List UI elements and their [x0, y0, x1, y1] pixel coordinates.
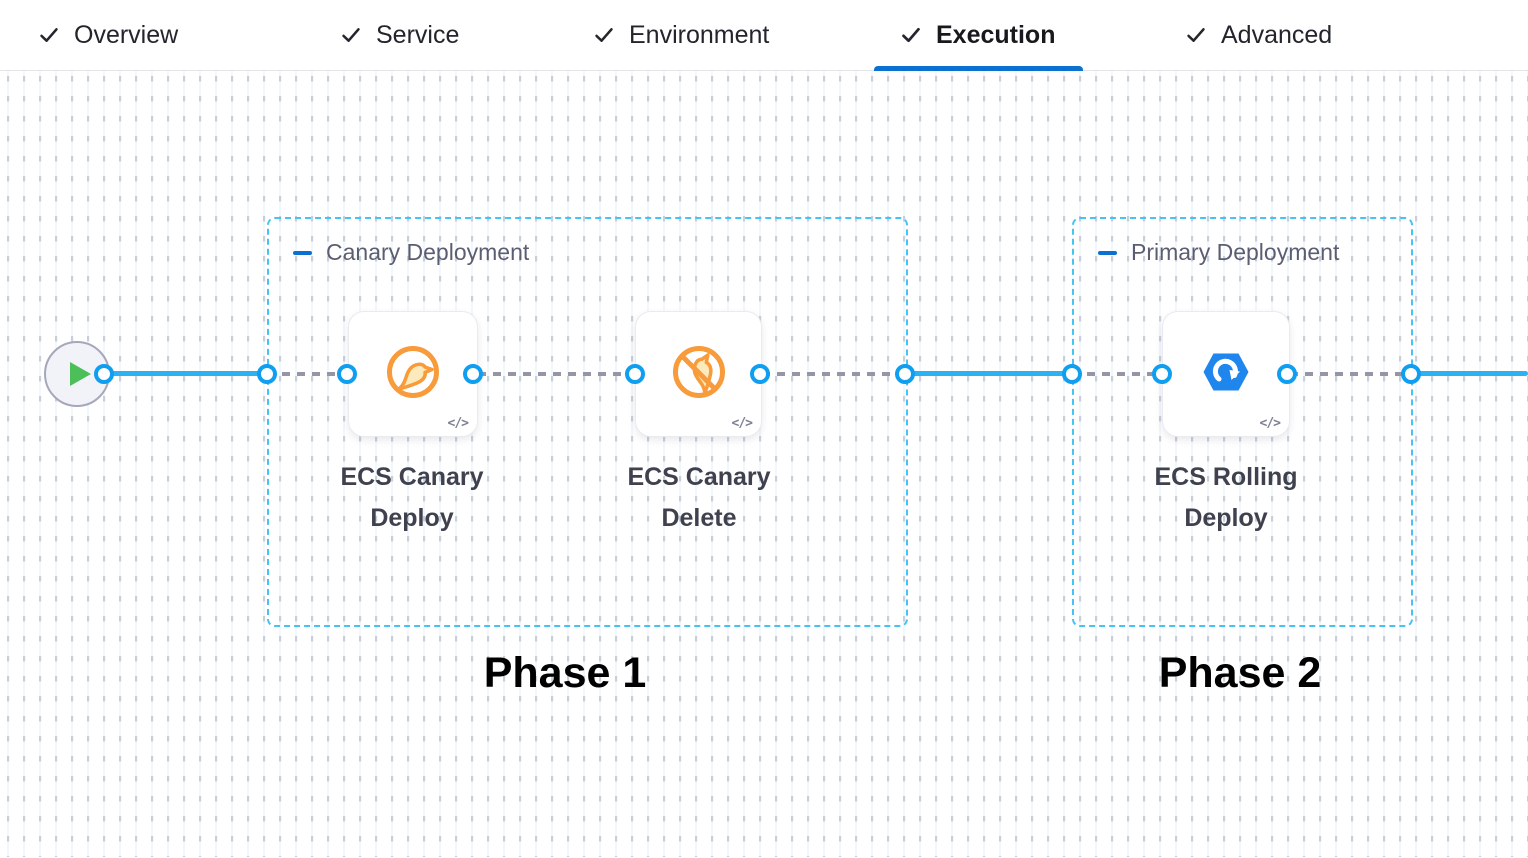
- step-group-canary-deployment: Canary Deployment: [267, 217, 908, 627]
- pipeline-canvas[interactable]: Canary Deployment Primary Deployment </>…: [0, 71, 1528, 857]
- tab-label: Overview: [74, 20, 179, 49]
- check-icon: [340, 24, 362, 46]
- group-title: Primary Deployment: [1131, 239, 1340, 265]
- link-port: [895, 364, 915, 384]
- collapse-icon[interactable]: [293, 250, 312, 255]
- link-port: [257, 364, 277, 384]
- connector-dashed: [478, 372, 635, 376]
- check-icon: [593, 24, 615, 46]
- connector-dashed: [1290, 372, 1411, 376]
- connector-solid: [104, 371, 267, 376]
- connector-dashed: [267, 372, 347, 376]
- collapse-icon[interactable]: [1098, 250, 1117, 255]
- link-port: [94, 364, 114, 384]
- step-node-ecs-canary-deploy[interactable]: </>: [348, 311, 478, 437]
- step-name: ECS Rolling Deploy: [1154, 463, 1298, 532]
- tab-execution[interactable]: Execution: [873, 0, 1085, 71]
- tab-environment[interactable]: Environment: [593, 0, 769, 70]
- grid-background: [0, 71, 1528, 857]
- link-port: [1277, 364, 1297, 384]
- connector-dashed: [762, 372, 905, 376]
- connector-solid: [1411, 371, 1528, 376]
- group-header: Canary Deployment: [293, 239, 529, 266]
- connector-solid: [905, 371, 1072, 376]
- connector-dashed: [1072, 372, 1162, 376]
- tab-service[interactable]: Service: [340, 0, 459, 70]
- check-icon: [900, 24, 922, 46]
- canary-delete-icon: [671, 344, 727, 405]
- tab-label: Advanced: [1221, 20, 1333, 49]
- wizard-tab-bar: Overview Service Environment Execution A…: [0, 0, 1528, 71]
- link-port: [337, 364, 357, 384]
- step-node-ecs-canary-delete[interactable]: </>: [635, 311, 762, 437]
- check-icon: [1185, 24, 1207, 46]
- check-icon: [38, 24, 60, 46]
- group-header: Primary Deployment: [1098, 239, 1339, 266]
- phase-2-label: Phase 2: [1158, 649, 1322, 697]
- group-title: Canary Deployment: [326, 239, 530, 265]
- tab-label: Execution: [936, 20, 1056, 49]
- phase-1-label: Phase 1: [483, 649, 647, 697]
- link-port: [1062, 364, 1082, 384]
- link-port: [463, 364, 483, 384]
- link-port: [1401, 364, 1421, 384]
- step-group-primary-deployment: Primary Deployment: [1072, 217, 1413, 627]
- tab-label: Environment: [629, 20, 770, 49]
- link-port: [1152, 364, 1172, 384]
- tab-label: Service: [376, 20, 460, 49]
- code-icon: </>: [731, 416, 754, 431]
- link-port: [750, 364, 770, 384]
- link-port: [625, 364, 645, 384]
- code-icon: </>: [447, 416, 470, 431]
- tab-overview[interactable]: Overview: [38, 0, 178, 70]
- code-icon: </>: [1259, 416, 1282, 431]
- tab-advanced[interactable]: Advanced: [1185, 0, 1332, 70]
- step-name: ECS Canary Deploy: [340, 463, 484, 532]
- step-node-ecs-rolling-deploy[interactable]: </>: [1162, 311, 1290, 437]
- step-name: ECS Canary Delete: [627, 463, 771, 532]
- canary-deploy-icon: [385, 344, 441, 405]
- play-icon: [70, 362, 91, 386]
- ecs-rolling-deploy-icon: [1198, 344, 1254, 405]
